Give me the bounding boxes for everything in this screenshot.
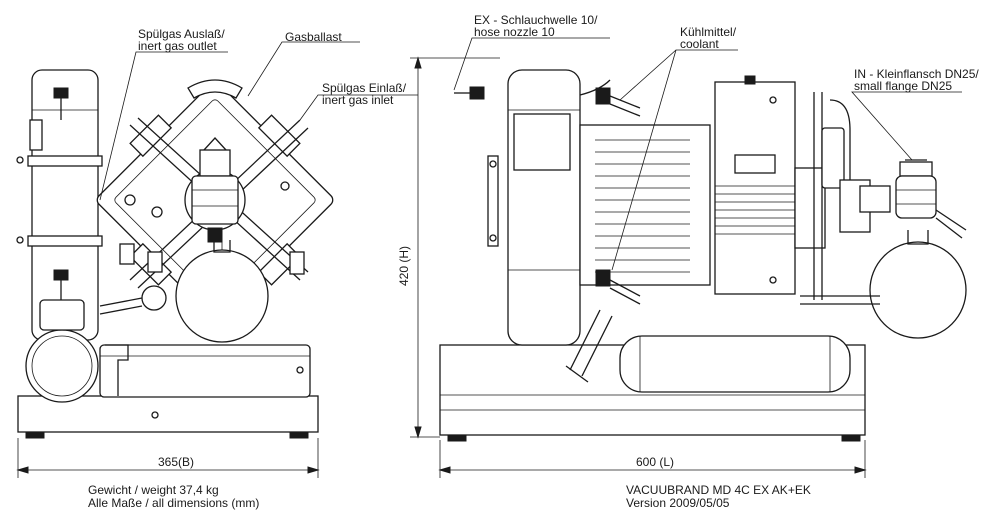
label-ex-hose-nozzle-de: EX - Schlauchwelle 10/ [474,13,598,27]
footer-model: VACUUBRAND MD 4C EX AK+EK [626,483,811,497]
dimension-lines [16,56,867,478]
dimension-height: 420 (H) [397,245,411,286]
dimension-width: 365(B) [158,455,195,469]
label-in-small-flange-en: small flange DN25 [854,79,953,93]
footer-version: Version 2009/05/05 [626,496,730,510]
label-inert-gas-inlet-de: Spülgas Einlaß/ [322,81,407,95]
label-inert-gas-inlet-en: inert gas inlet [322,93,394,107]
front-view [16,69,334,439]
label-inert-gas-outlet-en: inert gas outlet [138,39,217,53]
label-ex-hose-nozzle-en: hose nozzle 10 [474,25,555,39]
side-view [439,69,967,442]
footer-units: Alle Maße / all dimensions (mm) [88,496,260,510]
label-coolant-en: coolant [680,37,719,51]
label-coolant-de: Kühlmittel/ [680,25,737,39]
label-in-small-flange-de: IN - Kleinflansch DN25/ [854,67,979,81]
leader-lines [99,37,962,271]
footer-weight: Gewicht / weight 37,4 kg [88,483,219,497]
label-gas-ballast: Gasballast [285,30,342,44]
dimension-length: 600 (L) [636,455,675,469]
label-inert-gas-outlet-de: Spülgas Auslaß/ [138,27,225,41]
